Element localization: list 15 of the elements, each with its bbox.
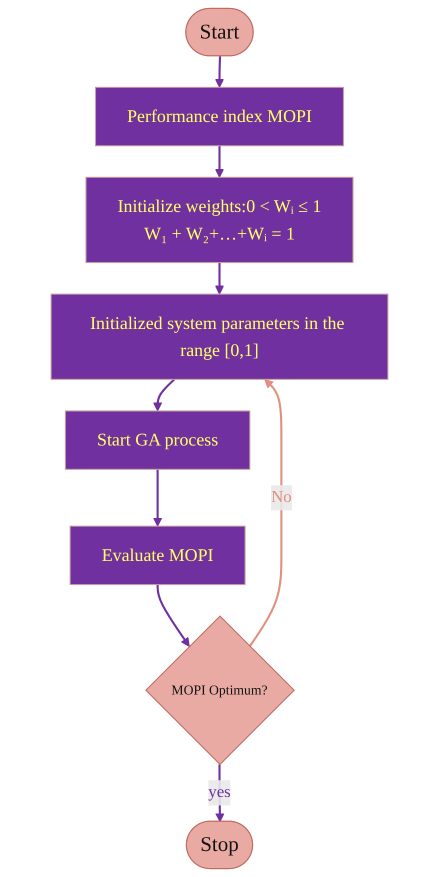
arrow bbox=[214, 146, 224, 178]
node-box: Performance index MOPI bbox=[95, 86, 344, 146]
node-box: Initialized system parameters in the range [0,1] bbox=[50, 294, 388, 380]
arrow bbox=[248, 378, 282, 647]
arrow bbox=[156, 584, 190, 647]
arrow bbox=[214, 56, 224, 88]
arrow bbox=[152, 469, 162, 527]
arrow bbox=[214, 262, 224, 295]
arrow bbox=[152, 378, 176, 412]
node-box: Start GA process bbox=[64, 410, 250, 470]
node-diamond: MOPI Optimum? bbox=[145, 615, 295, 766]
edge-label: yes bbox=[208, 783, 231, 802]
edge-label: No bbox=[271, 488, 292, 506]
node-box: Initialize weights:0 < Wᵢ ≤ 1 W₁ + W₂+…+Wᵢ = 1 bbox=[85, 176, 354, 264]
node-box: Evaluate MOPI bbox=[70, 526, 246, 586]
